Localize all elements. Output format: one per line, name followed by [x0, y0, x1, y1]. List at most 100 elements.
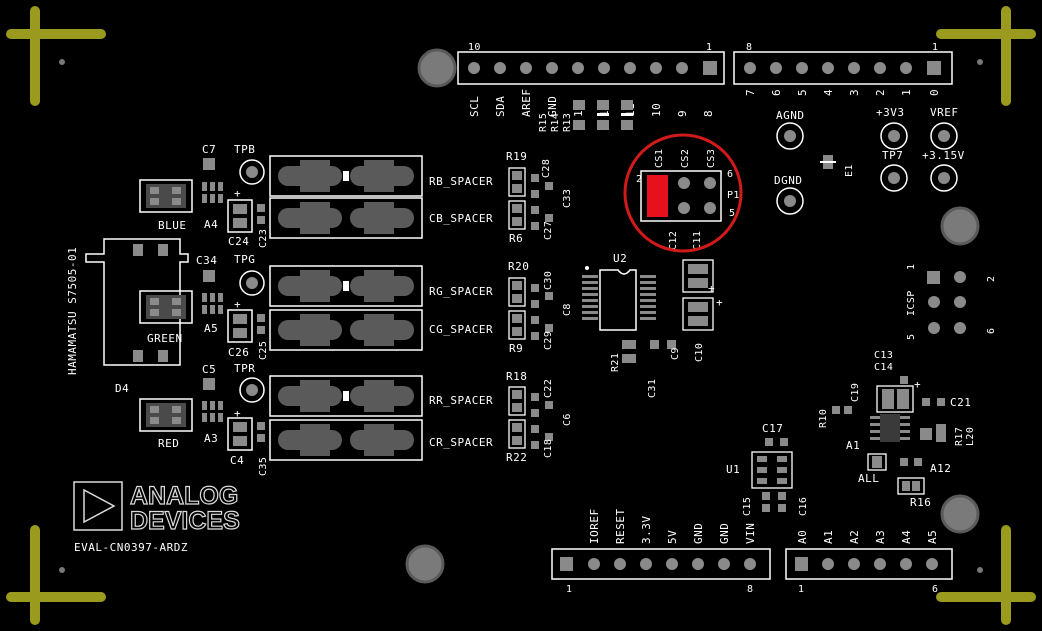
svg-text:U1: U1 — [726, 463, 740, 476]
svg-text:5: 5 — [729, 208, 735, 219]
header-tl-pin-last: 1 — [706, 42, 712, 53]
spacer-label: RR_SPACER — [429, 394, 493, 407]
svg-text:C4: C4 — [230, 454, 244, 467]
header-br-signal: A4 — [900, 530, 913, 544]
header-tl-signal: 8 — [702, 110, 715, 117]
tp-dgnd-label: DGND — [774, 174, 803, 187]
header-tl-signal: 9 — [676, 110, 689, 117]
header-br-pin-last: 6 — [932, 584, 938, 595]
header-tr-pin-last: 1 — [932, 42, 938, 53]
header-bottom-left: 1 8 IOREF RESET 3.3V 5V GND GND VIN — [551, 508, 771, 595]
header-bottom-right: 1 6 A0 A1 A2 A3 A4 A5 — [785, 530, 953, 595]
svg-text:C17: C17 — [762, 422, 783, 435]
svg-text:R13: R13 — [562, 113, 573, 132]
header-tr-signal: 1 — [900, 89, 913, 96]
spacer-label: CG_SPACER — [429, 323, 493, 336]
header-br-signal: A1 — [822, 530, 835, 544]
tpg-label: TPG — [234, 253, 255, 266]
header-bl-signal: IOREF — [588, 508, 601, 544]
header-bl-signal: GND — [692, 523, 705, 544]
svg-text:6: 6 — [727, 169, 733, 180]
header-tr-signal: 0 — [928, 89, 941, 96]
header-top-left: 10 1 SCL SDA AREF GND 13 12 11 10 9 8 — [457, 42, 725, 117]
svg-text:+: + — [708, 282, 715, 295]
svg-text:C34: C34 — [196, 254, 217, 267]
svg-text:C29: C29 — [543, 331, 554, 350]
svg-text:CS3: CS3 — [706, 149, 717, 168]
svg-text:R6: R6 — [509, 232, 523, 245]
svg-text:A5: A5 — [204, 322, 218, 335]
svg-text:C13: C13 — [874, 350, 893, 361]
svg-text:A12: A12 — [930, 462, 951, 475]
svg-text:C10: C10 — [694, 343, 705, 362]
spacer-label: CR_SPACER — [429, 436, 493, 449]
feedback-components: R19 R6 C28 C33 C27 R20 R9 C30 C8 C29 R18… — [506, 150, 573, 464]
svg-text:C8: C8 — [562, 303, 573, 316]
svg-text:C25: C25 — [258, 341, 269, 360]
photodiode-color-green: GREEN — [147, 332, 183, 345]
header-tr-pin-first: 8 — [746, 42, 752, 53]
photodiode-color-red: RED — [158, 437, 179, 450]
svg-text:+: + — [234, 298, 241, 311]
ic-u1: C17 U1 C15 C16 — [726, 422, 809, 516]
svg-text:R22: R22 — [506, 451, 527, 464]
header-bl-signal: VIN — [744, 523, 757, 544]
corner-mark-bottom-right — [936, 525, 1036, 625]
svg-text:R16: R16 — [910, 496, 931, 509]
svg-text:R10: R10 — [818, 409, 829, 428]
jumper-ref: P1 — [727, 190, 740, 201]
svg-text:C6: C6 — [562, 413, 573, 426]
svg-text:2: 2 — [636, 174, 642, 185]
header-bl-signal: RESET — [614, 508, 627, 544]
svg-text:R20: R20 — [508, 260, 529, 273]
tp7-label: TP7 — [882, 149, 903, 162]
spacer-label: RG_SPACER — [429, 285, 493, 298]
svg-text:A1: A1 — [846, 439, 860, 452]
header-bl-pin-last: 8 — [747, 584, 753, 595]
svg-text:R15: R15 — [538, 113, 549, 132]
test-points: AGND DGND +3V3 VREF TP7 +3.15V E1 — [774, 106, 964, 215]
header-bl-signal: GND — [718, 523, 731, 544]
corner-mark-bottom-left — [6, 525, 106, 625]
svg-text:5: 5 — [906, 334, 917, 340]
header-br-signal: A2 — [848, 530, 861, 544]
board-name: EVAL-CN0397-ARDZ — [74, 541, 188, 554]
svg-text:C23: C23 — [258, 229, 269, 248]
header-top-right: 8 1 7 6 5 4 3 2 1 0 — [733, 42, 953, 96]
header-tr-signal: 5 — [796, 89, 809, 96]
tpr-label: TPR — [234, 362, 255, 375]
svg-text:C28: C28 — [541, 159, 552, 178]
svg-text:R19: R19 — [506, 150, 527, 163]
header-bl-signal: 5V — [666, 530, 679, 544]
svg-text:CS2: CS2 — [680, 149, 691, 168]
channel-red: C5 A3 TPR + C4 C35 — [202, 362, 269, 476]
ic-u2: U2 R21 C9 C31 + + C10 — [582, 252, 723, 398]
header-br-signal: A5 — [926, 530, 939, 544]
header-tl-signal: GND — [546, 96, 559, 117]
logo-devices: DEVICES — [130, 507, 240, 535]
svg-text:2: 2 — [986, 276, 997, 282]
tp-vref-label: VREF — [930, 106, 959, 119]
svg-text:C31: C31 — [647, 379, 658, 398]
icsp-ref: ICSP — [906, 290, 917, 316]
svg-text:R9: R9 — [509, 342, 523, 355]
header-tl-signal: SDA — [494, 96, 507, 117]
svg-text:C15: C15 — [742, 497, 753, 516]
header-tr-signal: 6 — [770, 89, 783, 96]
svg-text:6: 6 — [986, 328, 997, 334]
svg-text:C26: C26 — [228, 346, 249, 359]
photodiode-part: HAMAMATSU S7505-01 — [66, 247, 79, 375]
svg-text:C33: C33 — [562, 189, 573, 208]
svg-text:C11: C11 — [692, 231, 703, 250]
photodiode-color-blue: BLUE — [158, 219, 187, 232]
analog-devices-logo: ANALOG DEVICES EVAL-CN0397-ARDZ — [73, 481, 240, 554]
svg-text:+: + — [234, 187, 241, 200]
spacer-label: CB_SPACER — [429, 212, 493, 225]
svg-text:L20: L20 — [965, 427, 976, 446]
header-tr-signal: 3 — [848, 89, 861, 96]
jumper-pin-highlight — [647, 175, 668, 217]
header-tl-signal: SCL — [468, 96, 481, 117]
photodiode-ref: D4 — [115, 382, 129, 395]
svg-text:C22: C22 — [543, 379, 554, 398]
